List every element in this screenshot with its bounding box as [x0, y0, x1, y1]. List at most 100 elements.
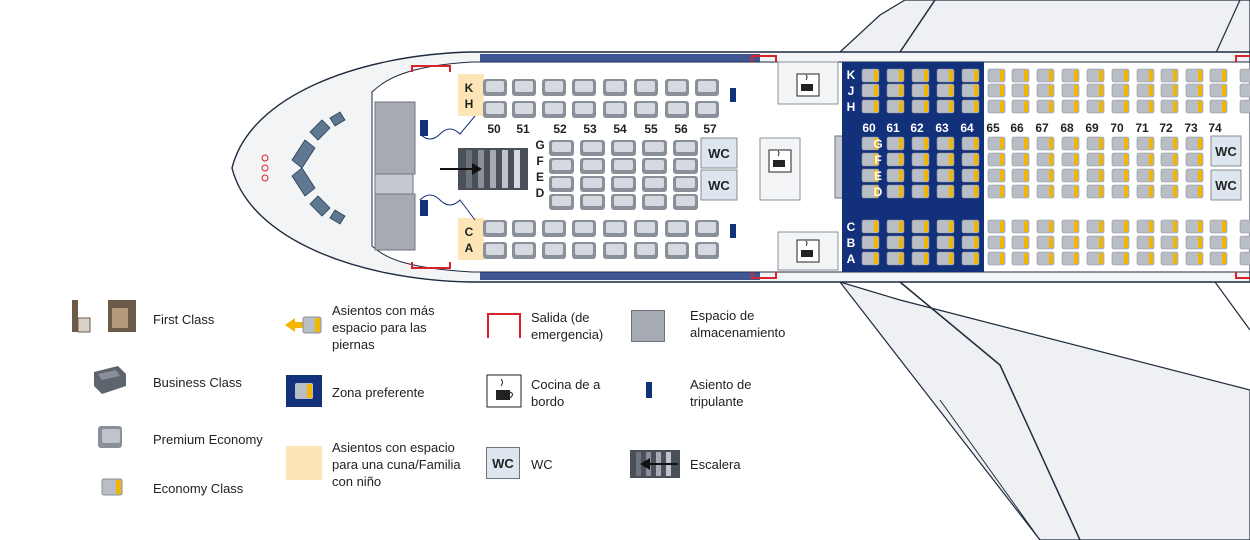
- economy-seat[interactable]: [1061, 136, 1080, 151]
- economy-seat[interactable]: [936, 68, 955, 83]
- economy-seat[interactable]: [1185, 136, 1204, 151]
- premium-seat[interactable]: [665, 220, 689, 237]
- premium-seat[interactable]: [665, 242, 689, 259]
- economy-seat[interactable]: [1136, 152, 1155, 167]
- economy-seat[interactable]: [1136, 219, 1155, 234]
- premium-seat[interactable]: [542, 242, 566, 259]
- economy-seat[interactable]: [1036, 219, 1055, 234]
- economy-seat[interactable]: [1160, 235, 1179, 250]
- economy-seat[interactable]: [987, 136, 1006, 151]
- premium-seat[interactable]: [673, 140, 698, 156]
- economy-seat[interactable]: [936, 83, 955, 98]
- economy-seat[interactable]: [911, 152, 930, 167]
- economy-seat[interactable]: [886, 235, 905, 250]
- economy-seat[interactable]: [1086, 99, 1105, 114]
- economy-seat[interactable]: [1160, 251, 1179, 266]
- economy-seat[interactable]: [1011, 136, 1030, 151]
- premium-seat[interactable]: [542, 220, 566, 237]
- premium-seat[interactable]: [572, 220, 596, 237]
- economy-seat[interactable]: [886, 251, 905, 266]
- premium-seat[interactable]: [603, 242, 627, 259]
- economy-seat[interactable]: [987, 168, 1006, 183]
- economy-seat[interactable]: [1209, 83, 1228, 98]
- economy-seat[interactable]: [1036, 83, 1055, 98]
- premium-seat[interactable]: [483, 220, 507, 237]
- economy-seat[interactable]: [936, 136, 955, 151]
- economy-seat[interactable]: [961, 235, 980, 250]
- economy-seat[interactable]: [1061, 152, 1080, 167]
- economy-seat[interactable]: [1136, 168, 1155, 183]
- economy-seat[interactable]: [1111, 152, 1130, 167]
- economy-seat[interactable]: [961, 83, 980, 98]
- premium-seat[interactable]: [572, 79, 596, 96]
- economy-seat[interactable]: [1061, 219, 1080, 234]
- economy-seat[interactable]: [936, 99, 955, 114]
- economy-seat[interactable]: [1209, 251, 1228, 266]
- economy-seat[interactable]: [1011, 251, 1030, 266]
- economy-seat[interactable]: [987, 68, 1006, 83]
- premium-seat[interactable]: [634, 242, 658, 259]
- economy-seat[interactable]: [886, 136, 905, 151]
- economy-seat[interactable]: [1136, 184, 1155, 199]
- economy-seat[interactable]: [961, 136, 980, 151]
- economy-seat[interactable]: [861, 83, 880, 98]
- economy-seat[interactable]: [1185, 168, 1204, 183]
- premium-seat[interactable]: [665, 79, 689, 96]
- economy-seat[interactable]: [936, 184, 955, 199]
- premium-seat[interactable]: [572, 101, 596, 118]
- economy-seat[interactable]: [961, 251, 980, 266]
- premium-seat[interactable]: [611, 176, 636, 192]
- economy-seat[interactable]: [886, 184, 905, 199]
- economy-seat[interactable]: [911, 99, 930, 114]
- economy-seat[interactable]: [961, 99, 980, 114]
- economy-seat[interactable]: [1086, 235, 1105, 250]
- economy-seat[interactable]: [1160, 152, 1179, 167]
- economy-seat[interactable]: [1036, 184, 1055, 199]
- economy-seat[interactable]: [886, 168, 905, 183]
- premium-seat[interactable]: [611, 194, 636, 210]
- economy-seat[interactable]: [1160, 99, 1179, 114]
- economy-seat[interactable]: [961, 219, 980, 234]
- economy-seat[interactable]: [961, 184, 980, 199]
- premium-seat[interactable]: [549, 158, 574, 174]
- economy-seat[interactable]: [1160, 68, 1179, 83]
- economy-seat[interactable]: [886, 68, 905, 83]
- economy-seat[interactable]: [1036, 251, 1055, 266]
- premium-seat[interactable]: [549, 176, 574, 192]
- economy-seat[interactable]: [987, 83, 1006, 98]
- premium-seat[interactable]: [611, 140, 636, 156]
- economy-seat[interactable]: [1239, 83, 1250, 98]
- economy-seat[interactable]: [987, 99, 1006, 114]
- economy-seat[interactable]: [1011, 152, 1030, 167]
- premium-seat[interactable]: [642, 140, 667, 156]
- economy-seat[interactable]: [861, 152, 880, 167]
- premium-seat[interactable]: [580, 140, 605, 156]
- economy-seat[interactable]: [1111, 99, 1130, 114]
- premium-seat[interactable]: [483, 101, 507, 118]
- economy-seat[interactable]: [1086, 219, 1105, 234]
- economy-seat[interactable]: [911, 251, 930, 266]
- economy-seat[interactable]: [1061, 235, 1080, 250]
- economy-seat[interactable]: [1036, 136, 1055, 151]
- premium-seat[interactable]: [512, 79, 536, 96]
- economy-seat[interactable]: [911, 83, 930, 98]
- economy-seat[interactable]: [987, 152, 1006, 167]
- economy-seat[interactable]: [1036, 168, 1055, 183]
- economy-seat[interactable]: [1061, 99, 1080, 114]
- economy-seat[interactable]: [1160, 184, 1179, 199]
- economy-seat[interactable]: [861, 168, 880, 183]
- economy-seat[interactable]: [1111, 184, 1130, 199]
- economy-seat[interactable]: [1209, 68, 1228, 83]
- economy-seat[interactable]: [1011, 219, 1030, 234]
- economy-seat[interactable]: [1011, 184, 1030, 199]
- economy-seat[interactable]: [1209, 219, 1228, 234]
- economy-seat[interactable]: [1185, 184, 1204, 199]
- economy-seat[interactable]: [1036, 99, 1055, 114]
- economy-seat[interactable]: [1061, 168, 1080, 183]
- premium-seat[interactable]: [695, 242, 719, 259]
- economy-seat[interactable]: [936, 168, 955, 183]
- premium-seat[interactable]: [695, 101, 719, 118]
- economy-seat[interactable]: [1185, 68, 1204, 83]
- premium-seat[interactable]: [512, 242, 536, 259]
- premium-seat[interactable]: [695, 220, 719, 237]
